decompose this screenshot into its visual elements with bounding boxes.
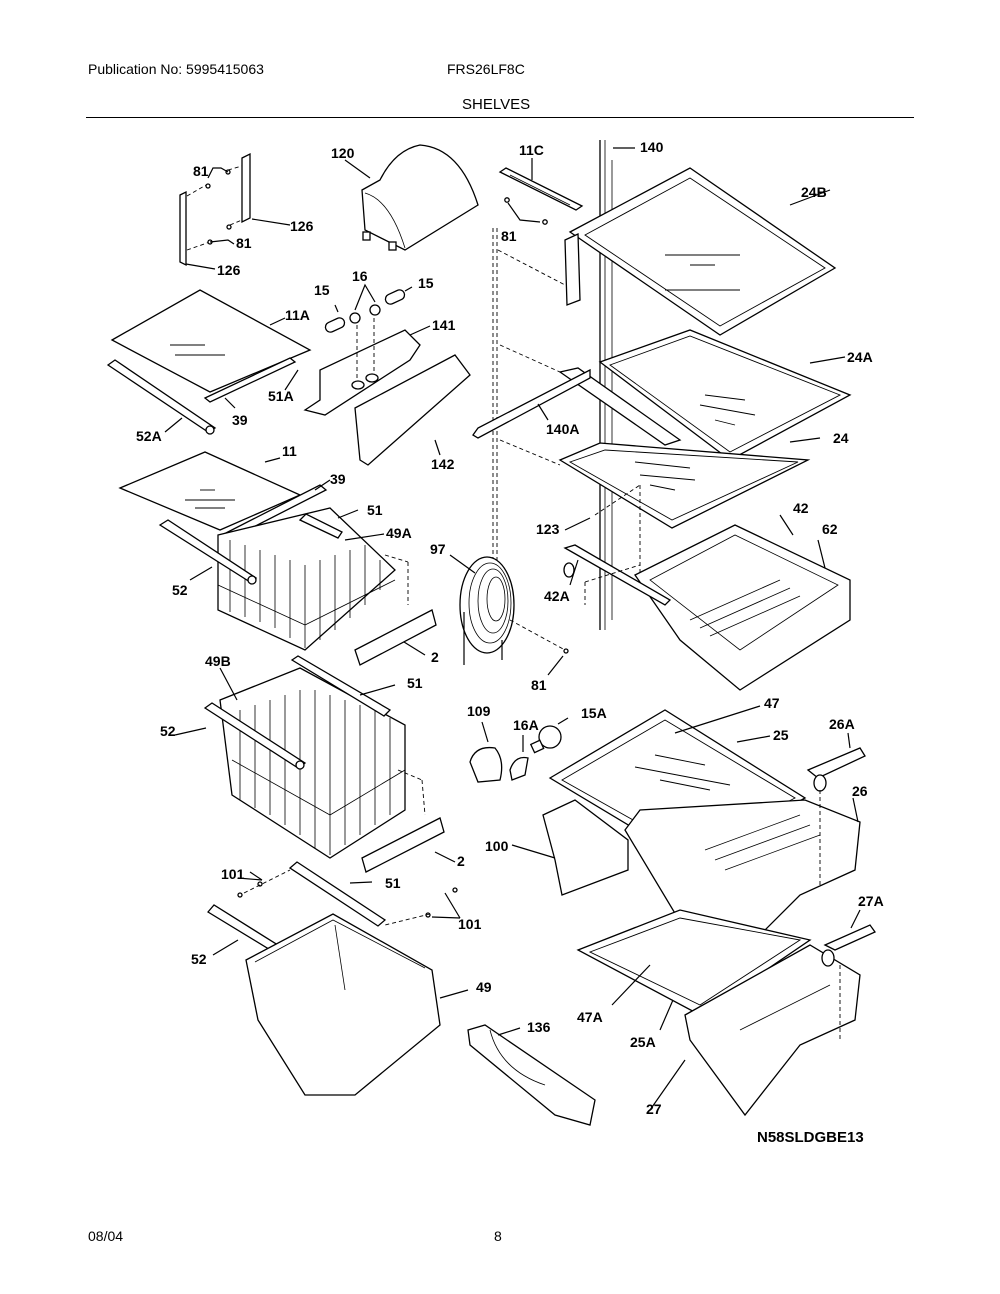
callout-51: 51 xyxy=(367,502,383,518)
callout-47: 47 xyxy=(764,695,780,711)
callout-52: 52 xyxy=(160,723,176,739)
callout-26: 26 xyxy=(852,783,868,799)
callout-126: 126 xyxy=(217,262,241,278)
callout-51: 51 xyxy=(407,675,423,691)
callout-140a: 140A xyxy=(546,421,579,437)
part-11-shelf xyxy=(118,451,331,541)
callout-101: 101 xyxy=(221,866,245,882)
callout-49a: 49A xyxy=(386,525,412,541)
callout-26a: 26A xyxy=(829,716,855,732)
part-24a-shelf xyxy=(558,329,852,461)
callout-24a: 24A xyxy=(847,349,873,365)
part-140a-rail xyxy=(472,344,591,439)
callout-109: 109 xyxy=(467,703,491,719)
callout-2: 2 xyxy=(431,649,439,665)
callout-101: 101 xyxy=(458,916,482,932)
callout-100: 100 xyxy=(485,838,509,854)
callout-15: 15 xyxy=(314,282,330,298)
footer-date: 08/04 xyxy=(88,1228,124,1244)
callout-51a: 51A xyxy=(268,388,294,404)
callout-labels: 81 120 11C 140 24B 126 81 126 81 16 15 1… xyxy=(136,139,884,1146)
callout-15a: 15A xyxy=(581,705,607,721)
callout-27a: 27A xyxy=(858,893,884,909)
callout-16: 16 xyxy=(352,268,368,284)
callout-11: 11 xyxy=(282,443,297,459)
callout-81: 81 xyxy=(193,163,209,179)
part-100-panel xyxy=(511,799,629,896)
callout-52: 52 xyxy=(191,951,207,967)
callout-49b: 49B xyxy=(205,653,231,669)
callout-11a: 11A xyxy=(285,307,310,323)
part-136-tray xyxy=(467,1024,596,1126)
part-24b-shelf xyxy=(497,167,837,336)
callout-136: 136 xyxy=(527,1019,551,1035)
callout-2: 2 xyxy=(457,853,465,869)
callout-81: 81 xyxy=(531,677,547,693)
part-49-bin xyxy=(207,861,469,1096)
callout-126: 126 xyxy=(290,218,314,234)
part-120-bin xyxy=(344,144,479,251)
callout-123: 123 xyxy=(536,521,560,537)
section-title: SHELVES xyxy=(462,96,531,113)
part-27-drawer xyxy=(576,909,876,1117)
part-11c-bracket xyxy=(498,158,584,225)
drawing-code: N58SLDGBE13 xyxy=(757,1129,864,1146)
part-141-lamp-assembly xyxy=(303,283,471,466)
callout-39: 39 xyxy=(330,471,346,487)
model-number: FRS26LF8C xyxy=(447,61,525,77)
callout-11c: 11C xyxy=(519,142,544,158)
callout-39: 39 xyxy=(232,412,248,428)
callout-141: 141 xyxy=(432,317,456,333)
part-126-brackets xyxy=(179,152,291,270)
callout-142: 142 xyxy=(431,456,455,472)
part-97-coil xyxy=(449,554,569,676)
callout-81: 81 xyxy=(501,228,517,244)
footer-page-number: 8 xyxy=(494,1228,502,1244)
part-49b-basket xyxy=(174,655,456,873)
part-62-drawer xyxy=(563,514,851,691)
callout-47a: 47A xyxy=(577,1009,603,1025)
part-109-lamp-cover xyxy=(469,717,569,783)
callout-16a: 16A xyxy=(513,717,539,733)
callout-42a: 42A xyxy=(544,588,570,604)
callout-51: 51 xyxy=(385,875,401,891)
publication-number: Publication No: 5995415063 xyxy=(88,61,264,77)
callout-49: 49 xyxy=(476,979,492,995)
callout-25: 25 xyxy=(773,727,789,743)
part-11a-shelf xyxy=(106,289,312,435)
callout-27: 27 xyxy=(646,1101,662,1117)
callout-24: 24 xyxy=(833,430,849,446)
part-24-shelf xyxy=(499,437,821,580)
callout-15: 15 xyxy=(418,275,434,291)
callout-97: 97 xyxy=(430,541,446,557)
callout-140: 140 xyxy=(640,139,664,155)
callout-25a: 25A xyxy=(630,1034,656,1050)
callout-52: 52 xyxy=(172,582,188,598)
callout-81: 81 xyxy=(236,235,252,251)
callout-52a: 52A xyxy=(136,428,162,444)
header-rule xyxy=(86,117,914,118)
callout-120: 120 xyxy=(331,145,355,161)
callout-42: 42 xyxy=(793,500,809,516)
callout-24b: 24B xyxy=(801,184,827,200)
callout-62: 62 xyxy=(822,521,838,537)
part-49a-basket xyxy=(158,507,437,666)
